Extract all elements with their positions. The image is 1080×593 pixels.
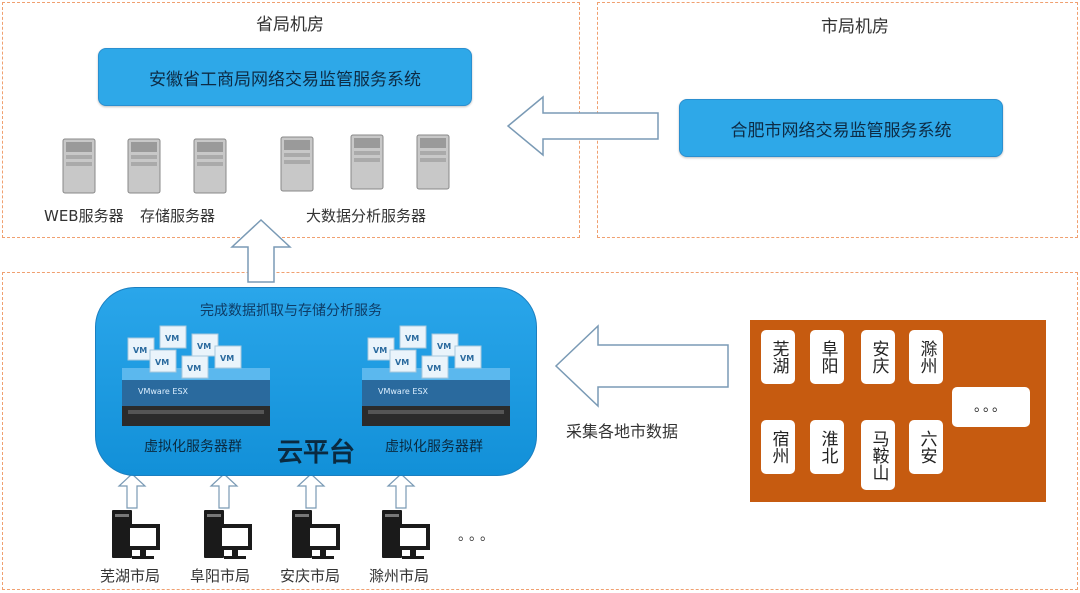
vm-cluster-right-icon (362, 325, 510, 426)
up-arrow-icon (209, 473, 239, 509)
cloud-region-frame (2, 272, 1078, 590)
left-arrow-icon (554, 324, 729, 408)
vm-label: VM (437, 342, 451, 351)
vm-cluster-left-icon (122, 325, 270, 426)
up-arrow-icon (386, 473, 416, 509)
vm-label: VM (133, 346, 147, 355)
vm-label: VM (405, 334, 419, 343)
up-arrow-icon (296, 473, 326, 509)
bureau-anqing-label: 安庆市局 (280, 567, 341, 585)
province-room-title: 省局机房 (256, 15, 324, 35)
city-anqing: 安庆 (861, 330, 895, 384)
province-system-box: 安徽省工商局网络交易监管服务系统 (98, 48, 472, 106)
vm-label: VM (165, 334, 179, 343)
city-fuyang: 阜阳 (810, 330, 844, 384)
server-icon (280, 136, 314, 192)
city-suzhou: 宿州 (761, 420, 795, 474)
cluster-label-left: 虚拟化服务器群 (144, 439, 242, 455)
cloud-caption: 完成数据抓取与存储分析服务 (200, 303, 382, 319)
vm-label: VM (373, 346, 387, 355)
cluster-label-right: 虚拟化服务器群 (385, 439, 483, 455)
computer-icon (292, 510, 340, 559)
city-room-title: 市局机房 (821, 17, 889, 37)
bureau-chuzhou-label: 滁州市局 (369, 567, 430, 585)
vm-label: VM (427, 364, 441, 373)
vm-label: VM (220, 354, 234, 363)
esx-label: VMware ESX (138, 387, 189, 396)
vm-label: VM (155, 358, 169, 367)
server-icon (62, 138, 96, 194)
left-arrow-icon (506, 95, 659, 157)
server-icon (350, 134, 384, 190)
server-icon (416, 134, 450, 190)
web-server-label: WEB服务器 (44, 207, 124, 225)
computer-icon (382, 510, 430, 559)
bureau-wuhu-label: 芜湖市局 (100, 567, 161, 585)
city-more: 。。。 (952, 387, 1030, 427)
vm-label: VM (395, 358, 409, 367)
city-huaibei: 淮北 (810, 420, 844, 474)
city-chuzhou: 滁州 (909, 330, 943, 384)
collect-data-label: 采集各地市数据 (566, 422, 679, 441)
esx-label: VMware ESX (378, 387, 429, 396)
vm-label: VM (460, 354, 474, 363)
up-arrow-icon (230, 218, 292, 283)
bureau-more-label: 。。。 (458, 528, 498, 544)
city-luan: 六安 (909, 420, 943, 474)
city-system-box: 合肥市网络交易监管服务系统 (679, 99, 1003, 157)
storage-server-label: 存储服务器 (140, 207, 216, 225)
city-maanshan: 马鞍山 (861, 420, 895, 490)
city-wuhu: 芜湖 (761, 330, 795, 384)
vm-label: VM (187, 364, 201, 373)
server-icon (193, 138, 227, 194)
cloud-title: 云平台 (277, 438, 356, 468)
server-icon (127, 138, 161, 194)
bureau-fuyang-label: 阜阳市局 (190, 567, 251, 585)
vm-label: VM (197, 342, 211, 351)
computer-icon (204, 510, 252, 559)
computer-icon (112, 510, 160, 559)
bigdata-server-label: 大数据分析服务器 (306, 207, 427, 225)
up-arrow-icon (117, 473, 147, 509)
